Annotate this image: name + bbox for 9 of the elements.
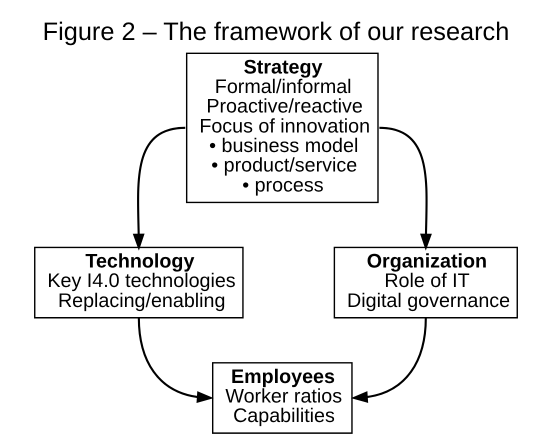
node-box: Technology Key I4.0 technologies Replacing/enabling [34, 246, 244, 318]
node-box: Organization Role of IT Digital governance [333, 246, 518, 318]
arrow [137, 318, 214, 403]
node-box: Strategy Formal/informal Proactive/reactive Focus of innovation • business model • product/service • process [185, 52, 378, 204]
arrow [350, 318, 426, 403]
diagram-title: Figure 2 – The framework of our research [42, 18, 509, 46]
node-box: Employees Worker ratios Capabilities [212, 362, 352, 434]
arrow [132, 126, 185, 251]
arrow [378, 126, 432, 251]
